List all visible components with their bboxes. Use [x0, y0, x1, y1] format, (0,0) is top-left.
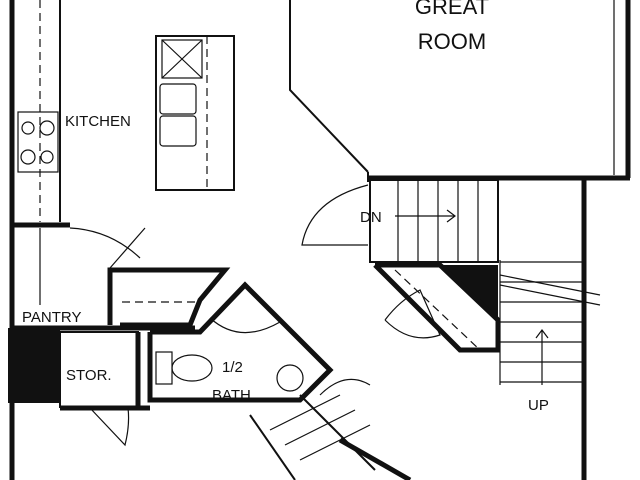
stairs-up: [499, 260, 601, 385]
bath-walls: [147, 281, 334, 403]
stairs-down-label: DN: [360, 209, 382, 226]
pantry-label: PANTRY: [22, 309, 81, 326]
stairs-up-label: UP: [528, 397, 549, 414]
pantry-walls: [12, 227, 231, 331]
stairs-down: [301, 179, 501, 353]
exterior-walls: [8, 0, 631, 480]
stairs-lower: [249, 378, 412, 480]
storage-walls: [59, 331, 150, 447]
bath-label: 1/2: [222, 359, 243, 376]
storage-label: STOR.: [66, 367, 112, 384]
bath-label-2: BATH: [212, 387, 251, 404]
great-room-label-2: ROOM: [418, 29, 486, 54]
kitchen-label: KITCHEN: [65, 113, 131, 130]
great-room-label: GREAT: [415, 0, 489, 19]
kitchen-counter: [12, 0, 70, 305]
great-room-walls: [289, 0, 615, 182]
kitchen-island: [155, 35, 235, 191]
